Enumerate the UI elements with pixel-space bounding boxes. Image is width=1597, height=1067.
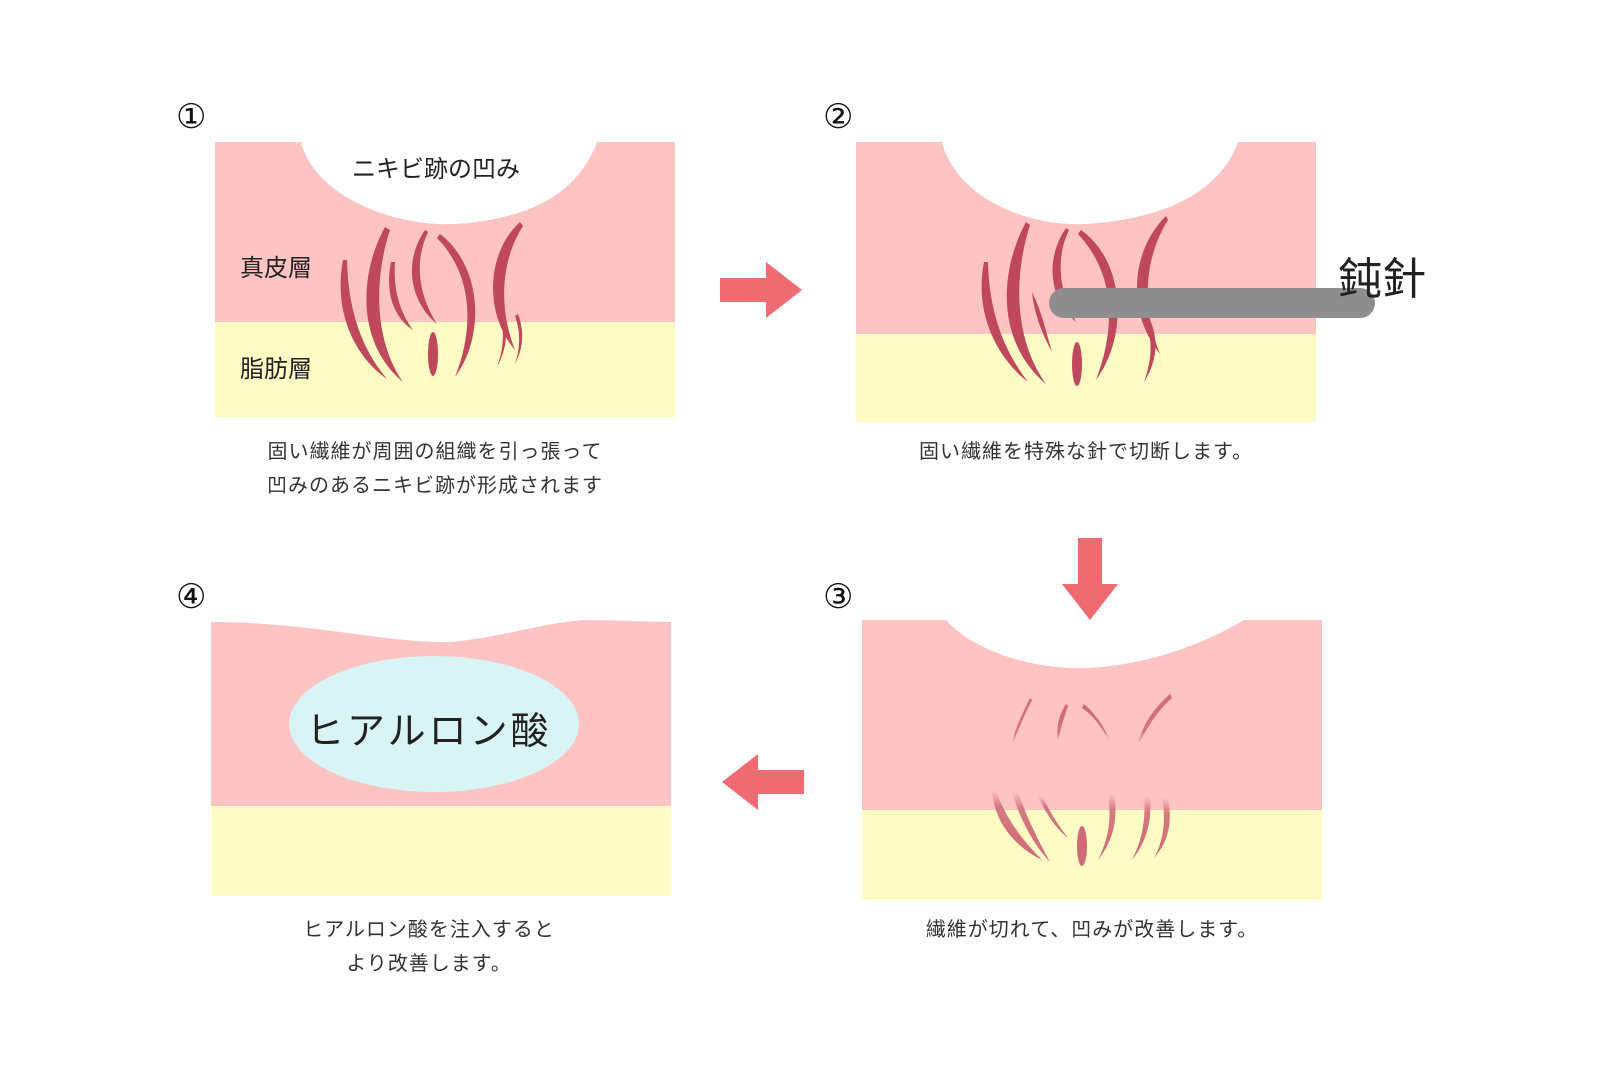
blunt-needle-icon — [1049, 288, 1375, 318]
step3-number: ③ — [823, 577, 854, 617]
step1-number: ① — [176, 97, 207, 137]
caption-line: 繊維が切れて、凹みが改善します。 — [925, 917, 1259, 941]
step4-number: ④ — [176, 577, 207, 617]
step1-caption: 固い繊維が周囲の組織を引っ張って 凹みのあるニキビ跡が形成されます — [205, 434, 665, 502]
caption-line: 凹みのあるニキビ跡が形成されます — [267, 473, 603, 497]
fibers — [981, 216, 1168, 386]
left-arrow-icon — [722, 754, 804, 810]
step3-skin-diagram — [862, 620, 1322, 900]
fibers — [340, 222, 523, 382]
step4-skin-diagram — [211, 620, 671, 896]
fat-layer — [215, 322, 675, 417]
caption-line: 固い繊維が周囲の組織を引っ張って — [267, 439, 603, 463]
acne-scar-dent — [946, 620, 1244, 669]
fat-layer — [211, 806, 671, 896]
dermis-label: 真皮層 — [240, 254, 312, 282]
fat-layer — [856, 334, 1316, 422]
hyaluronic-acid-filler — [289, 656, 579, 792]
acne-scar-dent — [942, 142, 1238, 225]
down-arrow-icon — [1062, 538, 1118, 620]
fat-label: 脂肪層 — [240, 355, 312, 383]
step1-skin-diagram — [215, 142, 675, 417]
acne-scar-dent — [301, 142, 597, 225]
caption-line: より改善します。 — [346, 951, 512, 975]
cut-fibers-upper — [1012, 694, 1172, 745]
step4-caption: ヒアルロン酸を注入すると より改善します。 — [199, 912, 659, 980]
fat-layer — [862, 810, 1322, 900]
dent-label: ニキビ跡の凹み — [352, 155, 520, 183]
step2-caption: 固い繊維を特殊な針で切断します。 — [856, 434, 1316, 468]
needle-label: 鈍針 — [1338, 254, 1426, 305]
caption-line: 固い繊維を特殊な針で切断します。 — [919, 439, 1253, 463]
right-arrow-icon — [720, 262, 802, 318]
caption-line: ヒアルロン酸を注入すると — [303, 917, 555, 941]
cut-fibers-lower — [992, 790, 1170, 866]
step2-skin-diagram — [856, 142, 1316, 422]
step3-caption: 繊維が切れて、凹みが改善します。 — [862, 912, 1322, 946]
step2-number: ② — [823, 97, 854, 137]
hyaluronic-label: ヒアルロン酸 — [306, 709, 552, 753]
